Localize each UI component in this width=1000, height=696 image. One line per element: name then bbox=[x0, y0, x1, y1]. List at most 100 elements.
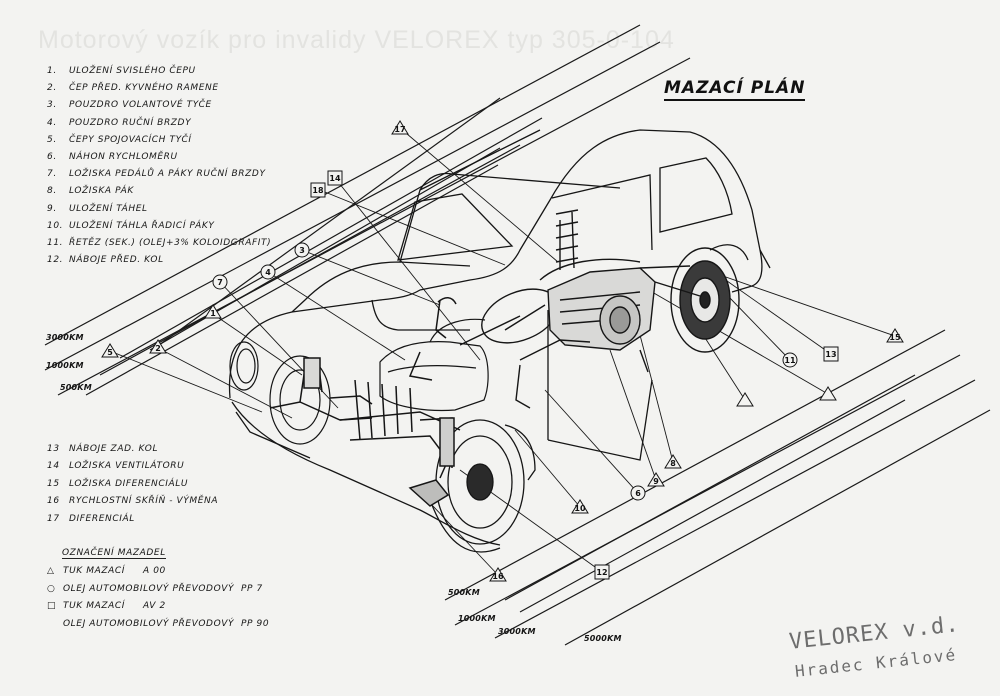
interval-label-left: 500KM bbox=[60, 383, 92, 392]
callout-label: 2 bbox=[155, 344, 161, 353]
legend-number: 8. bbox=[47, 186, 57, 197]
legend-top: 1. ULOŽENÍ SVISLÉHO ČEPU 2. ČEP PŘED. KYVN… bbox=[47, 66, 271, 272]
interval-label-bottom: 3000KM bbox=[498, 627, 536, 636]
legend-text: ULOŽENÍ SVISLÉHO ČEPU bbox=[69, 66, 196, 76]
legend-text: POUZDRO RUČNÍ BRZDY bbox=[69, 117, 192, 128]
rear-wheel bbox=[670, 247, 740, 353]
document-title: Motorový vozík pro invalidy VELOREX typ … bbox=[38, 26, 675, 54]
legend-item: 10. ULOŽENÍ TÁHLA ŘADICÍ PÁKY bbox=[47, 221, 271, 238]
legend-text: LOŽISKA VENTILÁTORU bbox=[69, 461, 185, 472]
callout-6: 6 bbox=[630, 485, 646, 501]
legend-number: 1. bbox=[47, 66, 57, 76]
callout-label: 18 bbox=[312, 186, 324, 195]
front-left-wheel bbox=[269, 355, 331, 445]
callout-3: 3 bbox=[294, 242, 310, 258]
legend-text: DIFERENCIÁL bbox=[69, 513, 135, 524]
legend-number: 5. bbox=[47, 134, 57, 145]
car-body-outline bbox=[228, 129, 771, 546]
legend-number: 4. bbox=[47, 117, 57, 128]
callout-17: 17 bbox=[391, 120, 409, 135]
legend-number: 16 bbox=[47, 496, 60, 507]
legend-number: 11. bbox=[47, 237, 64, 248]
legend-text: ŘETĚZ (SEK.) (OLEJ+3% KOLOIDGRAFIT) bbox=[69, 237, 272, 248]
square-icon: □ bbox=[47, 601, 57, 611]
legend-text: LOŽISKA PÁK bbox=[69, 186, 134, 197]
callout-15: 15 bbox=[886, 328, 904, 343]
legend-item: 5. ČEPY SPOJOVACÍCH TYČÍ bbox=[47, 135, 271, 152]
legend-number: 9. bbox=[47, 203, 57, 214]
legend-item: 1. ULOŽENÍ SVISLÉHO ČEPU bbox=[47, 66, 271, 83]
lubricant-name: OLEJ AUTOMOBILOVÝ PŘEVODOVÝ bbox=[63, 583, 235, 594]
callout-10: 10 bbox=[571, 499, 589, 514]
legend-number: 6. bbox=[47, 151, 57, 162]
legend-item: 4. POUZDRO RUČNÍ BRZDY bbox=[47, 118, 271, 135]
callout-8: 8 bbox=[664, 454, 682, 469]
legend-text: ULOŽENÍ TÁHLA ŘADICÍ PÁKY bbox=[69, 220, 215, 231]
callout-1: 1 bbox=[204, 304, 222, 319]
callout-2: 2 bbox=[149, 339, 167, 354]
legend-number: 3. bbox=[47, 100, 57, 111]
callout-label: 13 bbox=[825, 350, 836, 359]
legend-item: 6. NÁHON RYCHLOMĚRU bbox=[47, 152, 271, 169]
callout-18: 18 bbox=[310, 182, 326, 198]
lubricant-code: PP 7 bbox=[241, 583, 263, 594]
legend-number: 13 bbox=[47, 444, 60, 454]
legend-text: NÁBOJE ZAD. KOL bbox=[69, 444, 159, 454]
legend-item: 12. NÁBOJE PŘED. KOL bbox=[47, 255, 271, 272]
callout-label: 3 bbox=[299, 246, 305, 255]
lubricant-code: AV 2 bbox=[143, 601, 166, 611]
lubricant-name: TUK MAZACÍ bbox=[63, 601, 126, 611]
legend-text: ČEP PŘED. KYVNÉHO RAMENE bbox=[69, 83, 219, 94]
front-axle-and-suspension bbox=[269, 297, 461, 507]
legend-item: 9. ULOŽENÍ TÁHEL bbox=[47, 204, 271, 221]
lubricant-code: A 00 bbox=[143, 566, 166, 576]
legend-text: NÁBOJE PŘED. KOL bbox=[69, 255, 164, 266]
callout-label: 14 bbox=[329, 174, 341, 183]
callout-markers: 1 2 3 4 5 6 7 bbox=[101, 120, 904, 582]
callout-extra bbox=[736, 386, 837, 407]
callout-label: 6 bbox=[635, 489, 641, 498]
legend-number: 2. bbox=[47, 83, 57, 94]
legend-text: ULOŽENÍ TÁHEL bbox=[69, 203, 148, 214]
interval-label-bottom: 5000KM bbox=[584, 634, 622, 643]
leader-lines bbox=[109, 127, 896, 576]
callout-4: 4 bbox=[260, 264, 276, 280]
legend-number: 15 bbox=[47, 478, 60, 489]
legend-text: RYCHLOSTNÍ SKŘÍŇ - VÝMĚNA bbox=[69, 496, 219, 507]
interval-label-left: 3000KM bbox=[46, 333, 84, 342]
callout-label: 9 bbox=[653, 477, 659, 486]
circle-icon: ○ bbox=[47, 583, 56, 594]
plan-title: MAZACÍ PLÁN bbox=[664, 78, 806, 101]
callout-label: 5 bbox=[107, 348, 113, 357]
lubricants-title: OZNAČENÍ MAZADEL bbox=[62, 548, 166, 559]
callout-12: 12 bbox=[594, 564, 610, 580]
lubricant-name: TUK MAZACÍ bbox=[63, 566, 126, 576]
lubricant-code: PP 90 bbox=[241, 618, 270, 629]
callout-label: 15 bbox=[889, 333, 901, 342]
lubricant-name: OLEJ AUTOMOBILOVÝ PŘEVODOVÝ bbox=[63, 618, 235, 629]
interval-label-bottom: 500KM bbox=[448, 588, 480, 597]
callout-label: 16 bbox=[492, 572, 504, 581]
interval-label-bottom: 1000KM bbox=[458, 614, 496, 623]
callout-label: 4 bbox=[265, 268, 271, 277]
front-headlamp bbox=[229, 341, 259, 391]
callout-5: 5 bbox=[101, 343, 119, 358]
legend-item: 11. ŘETĚZ (SEK.) (OLEJ+3% KOLOIDGRAFIT) bbox=[47, 238, 271, 255]
callout-label: 8 bbox=[670, 459, 676, 468]
legend-text: LOŽISKA DIFERENCIÁLU bbox=[69, 478, 189, 489]
legend-text: NÁHON RYCHLOMĚRU bbox=[69, 151, 178, 162]
callout-14: 14 bbox=[327, 170, 343, 186]
callout-label: 10 bbox=[574, 504, 586, 513]
callout-label: 12 bbox=[596, 568, 607, 577]
legend-text: ČEPY SPOJOVACÍCH TYČÍ bbox=[69, 134, 192, 145]
legend-number: 12. bbox=[47, 255, 64, 266]
callout-7: 7 bbox=[212, 274, 228, 290]
legend-number: 10. bbox=[47, 220, 64, 231]
callout-9: 9 bbox=[647, 472, 665, 487]
rear-engine-assembly bbox=[515, 209, 701, 409]
callout-label: 11 bbox=[784, 356, 796, 365]
